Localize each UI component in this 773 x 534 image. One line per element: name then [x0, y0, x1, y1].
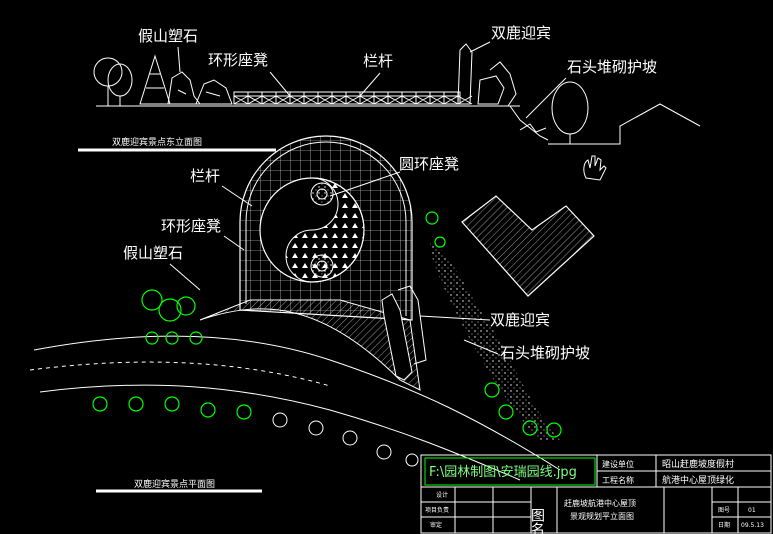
deer-sculpture-elevation	[457, 43, 517, 107]
label-circle-bench: 圆环座凳	[399, 155, 459, 173]
date-label: 日期	[718, 521, 730, 529]
lead-label: 项目负责	[425, 506, 449, 514]
project-name-label: 工程名称	[602, 475, 634, 485]
pine-tree-symbol	[139, 54, 171, 105]
elevation-caption: 双鹿迎宾景点东立面图	[112, 136, 202, 148]
date-value: 09.5.13	[741, 522, 764, 529]
drawing-name-line2: 景观规划平立面图	[570, 511, 634, 521]
tree-symbol	[93, 57, 133, 106]
sheet-label: 图号	[718, 507, 730, 514]
label-plan-stone-slope: 石头堆砌护坡	[500, 344, 590, 362]
design-label: 设计	[436, 491, 448, 499]
street-trees	[92, 382, 562, 467]
label-plan-deer: 双鹿迎宾	[490, 311, 550, 329]
label-railing: 栏杆	[363, 52, 393, 70]
review-label: 审定	[430, 521, 442, 529]
label-rockery: 假山塑石	[138, 27, 198, 45]
file-path: F:\园林制图\安瑞园线.jpg	[429, 465, 577, 480]
hand-icon	[583, 155, 607, 181]
railing-elevation	[233, 91, 473, 105]
site-plan: 圆环座凳 栏杆 环形座凳 假山塑石 双鹿迎宾 石头堆砌护坡 双鹿迎宾景点平面图	[29, 135, 595, 493]
deer-sculpture-plan	[381, 285, 427, 381]
building-footprint	[461, 195, 595, 297]
label-plan-rockery: 假山塑石	[123, 244, 183, 262]
yin-yang-paving	[259, 177, 365, 283]
shrub-symbols	[141, 211, 446, 345]
rockery-elevation	[167, 71, 233, 105]
build-unit-value: 昭山赶鹿坡度假村	[662, 458, 734, 470]
slope-elevation	[509, 81, 701, 145]
east-elevation: 假山塑石 环形座凳 栏杆 双鹿迎宾 石头堆砌护坡 双鹿迎宾景点东立面图	[78, 24, 701, 181]
title-block: F:\园林制图\安瑞园线.jpg 建设单位 昭山赶鹿坡度假村 工程名称 航港中心…	[420, 454, 772, 534]
project-name-value: 航港中心屋顶绿化	[662, 474, 734, 486]
drawing-name-line1: 赶鹿坡航港中心屋顶	[564, 498, 636, 508]
drawing-name-label: 图名	[529, 508, 545, 534]
label-deer: 双鹿迎宾	[491, 24, 551, 42]
plan-caption: 双鹿迎宾景点平面图	[134, 478, 215, 490]
label-stone-slope: 石头堆砌护坡	[567, 58, 657, 76]
label-plan-ring-bench: 环形座凳	[161, 217, 221, 235]
build-unit-label: 建设单位	[602, 459, 634, 469]
label-plan-railing: 栏杆	[190, 167, 220, 185]
label-ring-bench: 环形座凳	[208, 51, 268, 69]
sheet-value: 01	[748, 507, 756, 514]
